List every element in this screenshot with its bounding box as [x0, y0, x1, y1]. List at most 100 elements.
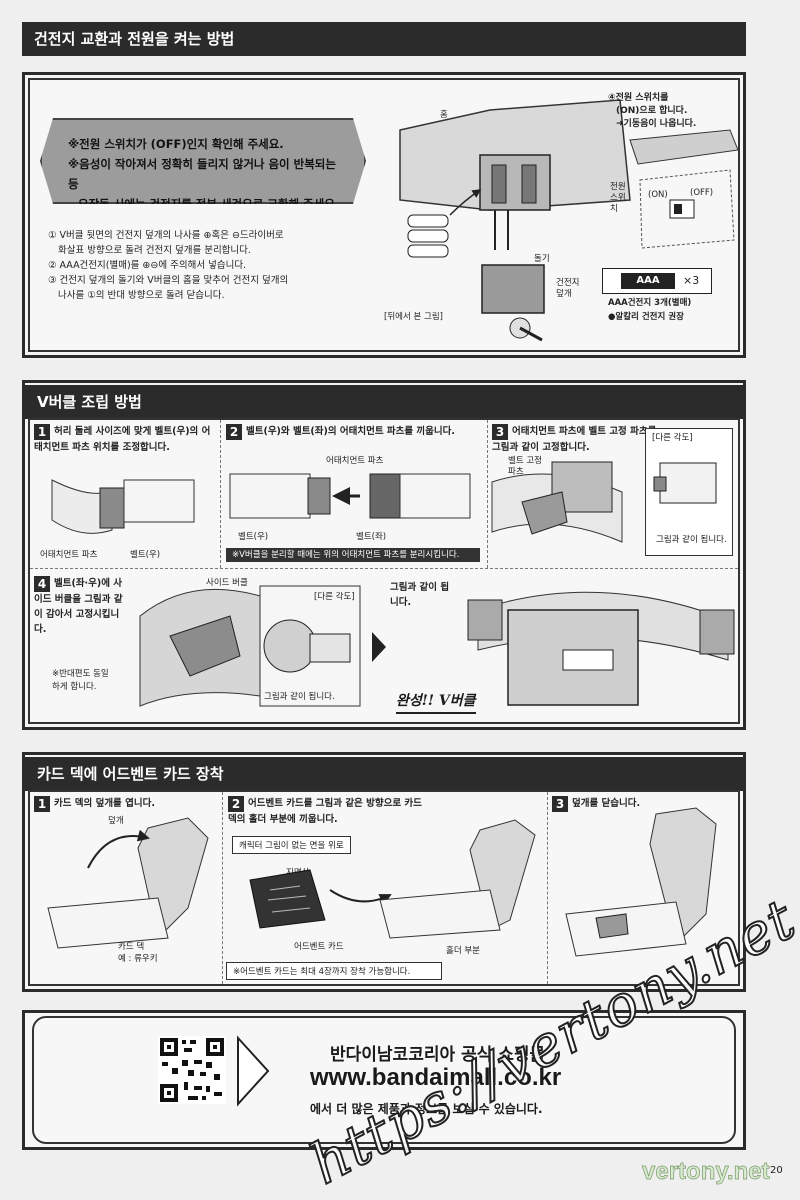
- card-note-box: 캐릭터 그림이 없는 면을 위로: [232, 836, 351, 854]
- card-step-number-1: 1: [34, 796, 50, 812]
- card-step2-note: ※어드벤트 카드는 최대 4장까지 장착 가능합니다.: [226, 962, 442, 980]
- side-buckle-label: 사이드 버클: [206, 578, 248, 588]
- from-below-label: [뒤에서 본 그림]: [384, 312, 443, 322]
- buckle-step2-text: 벨트(우)와 벨트(좌)의 어태치먼트 파츠를 끼웁니다.: [246, 426, 456, 437]
- buckle-divider-1: [220, 420, 221, 568]
- battery-note: AAA건전지 3개(별매): [608, 298, 692, 308]
- shop-inner-box: [32, 1016, 736, 1144]
- step1-label-belt: 벨트(우): [130, 550, 161, 560]
- card-section-title: 카드 덱에 어드벤트 카드 장착: [25, 757, 743, 791]
- battery-step1-line2: 화살표 방향으로 돌려 건전지 덮개를 분리합니다.: [58, 245, 251, 256]
- card-step3-text: 덮개를 닫습니다.: [572, 798, 641, 809]
- shop-arrow-icon: [237, 1035, 270, 1107]
- buckle-step4-diagram: [139, 585, 361, 707]
- step2-label-right: 벨트(우): [238, 532, 269, 542]
- switch-on-label: (ON): [648, 190, 668, 200]
- buckle-step1-text: 허리 둘레 사이즈에 맞게 벨트(우)의 어태치먼트 파츠 위치를 조정합니다.: [34, 426, 211, 453]
- step4-note: ※반대편도 동일하게 합니다.: [52, 669, 109, 692]
- step4-line1: ④전원 스위치를: [608, 93, 669, 103]
- page-number: 20: [770, 1165, 783, 1176]
- step4-arrow-icon: [372, 632, 386, 662]
- battery-count: ×3: [683, 274, 700, 287]
- completed-buckle-diagram: [467, 591, 735, 706]
- shop-description: 에서 더 많은 제품과 정보를 보실 수 있습니다.: [310, 1102, 543, 1116]
- card-step-number-2: 2: [228, 796, 244, 812]
- step4-line3: ➜기동음이 나옵니다.: [616, 119, 697, 129]
- step3-other-angle-label: [다른 각도]: [652, 433, 693, 443]
- holder-label: 홀더 부분: [446, 946, 480, 956]
- corner-logo: vertony.net: [642, 1158, 770, 1186]
- step4-line2: (ON)으로 합니다.: [616, 106, 688, 116]
- card-step-number-3: 3: [552, 796, 568, 812]
- alkaline-note: ●알칼리 건전지 권장: [608, 312, 684, 322]
- buckle-result-text: 그림과 같이 됩니다.: [390, 582, 450, 608]
- protrusion-label: 돌기: [534, 254, 550, 264]
- card-step1: 1 카드 덱의 덮개를 엽니다.: [34, 796, 155, 812]
- battery-step2: ② AAA건전지(별매)를 ⊕⊖에 주의해서 넣습니다.: [48, 260, 247, 271]
- qr-code: [158, 1036, 226, 1104]
- card-step3-diagram: [565, 807, 717, 957]
- card-step1-diagram: [47, 817, 209, 949]
- step3-other-angle-diagram: [653, 462, 717, 504]
- aaa-badge: AAA: [621, 273, 675, 289]
- card-divider-1: [222, 792, 223, 984]
- battery-diagram: [399, 99, 631, 342]
- power-switch-label: 전원 스위치: [610, 182, 626, 214]
- step4-other-angle-label: [다른 각도]: [314, 592, 355, 602]
- step2-label-left: 벨트(좌): [356, 532, 387, 542]
- step1-label-parts: 어태치먼트 파츠: [40, 550, 98, 560]
- step3-other-angle-box: [다른 각도] 그림과 같이 됩니다.: [645, 428, 733, 556]
- deck-label-1: 카드 덱: [118, 942, 145, 952]
- step4-same-label: 그림과 같이 됩니다.: [264, 692, 335, 702]
- callout-line-1: ※전원 스위치가 (OFF)인지 확인해 주세요.: [68, 137, 284, 151]
- buckle-step2: 2 벨트(우)와 벨트(좌)의 어태치먼트 파츠를 끼웁니다.: [226, 424, 456, 440]
- callout-line-2: ※음성이 작아져서 정확히 들리지 않거나 음이 반복되는 등: [68, 157, 336, 191]
- step3-result-label: 그림과 같이 됩니다.: [656, 535, 727, 545]
- step2-label-parts: 어태치먼트 파츠: [326, 456, 384, 466]
- switch-off-label: (OFF): [690, 188, 714, 198]
- step-number-3: 3: [492, 424, 508, 440]
- buckle-divider-h: [30, 568, 738, 569]
- card-step1-text: 카드 덱의 덮개를 엽니다.: [54, 798, 155, 809]
- battery-steps: ① V버클 뒷면의 건전지 덮개의 나사를 ⊕혹은 ⊖드라이버로 화살표 방향으…: [48, 228, 288, 303]
- step-number-4: 4: [34, 576, 50, 592]
- buckle-step4-text: 벨트(좌·우)에 사이드 버클을 그림과 같이 감아서 고정시킵니다.: [34, 578, 123, 635]
- shop-title: 반다이남코코리아 공식 쇼핑몰: [330, 1045, 546, 1065]
- lid-label: 덮개: [108, 816, 124, 826]
- step2-note: ※V버클을 분리할 때에는 위의 어태치먼트 파츠를 분리시킵니다.: [226, 548, 480, 562]
- shop-url[interactable]: www.bandaimall.co.kr: [310, 1064, 562, 1091]
- buckle-section-title: V버클 조립 방법: [25, 385, 743, 419]
- buckle-step3-text: 어태치먼트 파츠에 벨트 고정 파츠를 그림과 같이 고정합니다.: [492, 426, 657, 453]
- buckle-step2-diagram: [229, 473, 471, 519]
- battery-step3-line1: ③ 건전지 덮개의 돌기와 V버클의 홈을 맞추어 건전지 덮개의: [48, 275, 289, 286]
- callout-line-3: 오작동 시에는 건전지를 전부 새것으로 교환해 주세요.: [68, 194, 346, 204]
- step-number-2: 2: [226, 424, 242, 440]
- battery-step3-line2: 나사를 ①의 반대 방향으로 돌려 닫습니다.: [58, 290, 225, 301]
- step-number-1: 1: [34, 424, 50, 440]
- qr-code-icon: [160, 1038, 224, 1102]
- battery-step4: ④전원 스위치를 (ON)으로 합니다. ➜기동음이 나옵니다.: [608, 92, 696, 131]
- card-step2-diagram: [249, 819, 536, 939]
- card-divider-2: [547, 792, 548, 984]
- complete-label: 완성!! V버클: [396, 690, 476, 714]
- advent-card-label: 어드벤트 카드: [294, 942, 344, 952]
- buckle-step3-diagram: [491, 461, 623, 543]
- buckle-step1-diagram: [51, 479, 195, 534]
- step3-label-fix: 벨트 고정 파츠: [508, 456, 542, 477]
- switch-diagram: [629, 129, 739, 249]
- card-step3: 3 덮개를 닫습니다.: [552, 796, 640, 812]
- battery-section-title: 건전지 교환과 전원을 켜는 방법: [22, 22, 746, 56]
- buckle-divider-2: [487, 420, 488, 568]
- cover-label: 건전지 덮개: [556, 278, 580, 299]
- card-step2-text: 어드벤트 카드를 그림과 같은 방향으로 카드 덱의 홀더 부분에 끼웁니다.: [228, 798, 422, 825]
- groove-label: 홈: [440, 110, 448, 120]
- deck-label-2: 예 : 류우키: [118, 954, 158, 964]
- battery-warning-callout: ※전원 스위치가 (OFF)인지 확인해 주세요. ※음성이 작아져서 정확히 …: [40, 118, 366, 204]
- battery-requirement-box: AAA ×3: [602, 268, 712, 294]
- battery-step1-line1: ① V버클 뒷면의 건전지 덮개의 나사를 ⊕혹은 ⊖드라이버로: [48, 230, 284, 241]
